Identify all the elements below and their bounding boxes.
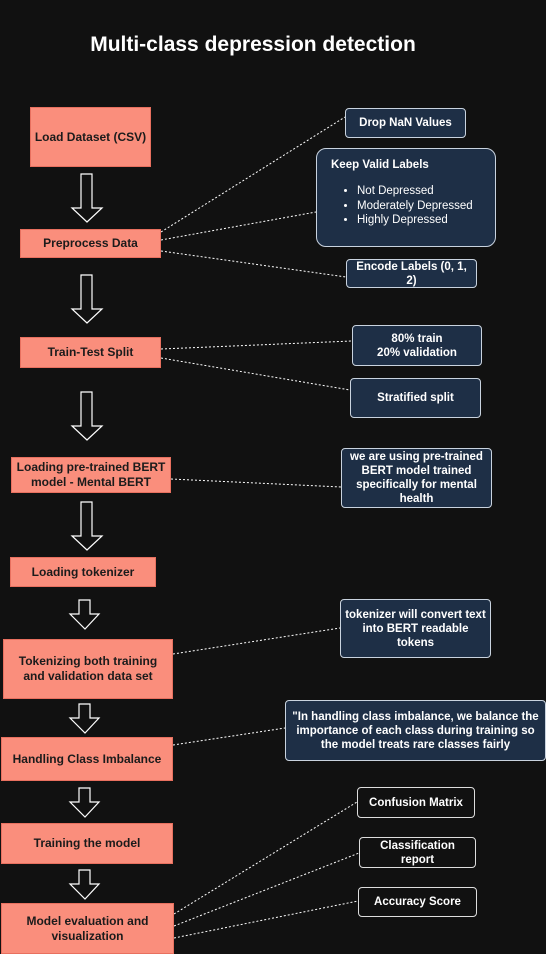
flow-arrow-6 [68, 703, 101, 734]
step-load-dataset: Load Dataset (CSV) [30, 107, 151, 167]
step-preprocess-data: Preprocess Data [20, 229, 161, 258]
note-encode-labels: Encode Labels (0, 1, 2) [346, 259, 477, 288]
note-keep-labels-title: Keep Valid Labels [331, 159, 429, 171]
note-bert-info: we are using pre-trained BERT model trai… [341, 448, 492, 508]
link-encode-labels [160, 250, 347, 278]
step-train-test-split: Train-Test Split [20, 337, 161, 368]
note-drop-nan: Drop NaN Values [345, 108, 466, 138]
link-drop-nan [160, 116, 346, 233]
link-keep-labels [160, 211, 317, 241]
note-stratified-split: Stratified split [350, 378, 481, 418]
note-split-validation: 20% validation [377, 346, 457, 359]
link-imbalance-info [172, 727, 286, 746]
flow-arrow-4 [70, 501, 104, 551]
flow-arrow-8 [68, 869, 101, 900]
diagram-title: Multi-class depression detection [90, 33, 416, 56]
note-split-train: 80% train [391, 332, 443, 345]
link-tokenizer-info [172, 627, 341, 655]
link-stratified [160, 357, 351, 391]
step-load-tokenizer: Loading tokenizer [10, 557, 156, 587]
flow-arrow-2 [70, 274, 104, 324]
label-list-item: Highly Depressed [357, 213, 473, 228]
flow-arrow-1 [70, 173, 104, 223]
link-bert-info [170, 478, 342, 488]
label-list-item: Moderately Depressed [357, 199, 473, 214]
note-split-ratio: 80% train 20% validation [352, 325, 482, 366]
step-model-evaluation: Model evaluation and visualization [1, 903, 174, 954]
step-load-bert: Loading pre-trained BERT model - Mental … [11, 457, 171, 493]
link-classification-report [173, 852, 360, 927]
label-list-item: Not Depressed [357, 184, 473, 199]
step-tokenize-data: Tokenizing both training and validation … [3, 639, 173, 699]
label-list: Not Depressed Moderately Depressed Highl… [331, 184, 473, 228]
note-accuracy-score: Accuracy Score [358, 887, 477, 917]
flow-arrow-3 [70, 391, 104, 441]
note-classification-report: Classification report [359, 837, 476, 868]
step-train-model: Training the model [1, 823, 173, 864]
link-accuracy-score [173, 900, 359, 939]
note-tokenizer-info: tokenizer will convert text into BERT re… [340, 599, 491, 658]
link-split-ratio [160, 340, 353, 350]
flow-arrow-7 [68, 787, 101, 818]
step-class-imbalance: Handling Class Imbalance [1, 737, 173, 781]
note-keep-valid-labels: Keep Valid Labels Not Depressed Moderate… [316, 148, 496, 247]
flow-arrow-5 [68, 599, 101, 630]
link-confusion-matrix [173, 801, 358, 915]
note-imbalance-info: "In handling class imbalance, we balance… [285, 700, 546, 761]
note-confusion-matrix: Confusion Matrix [357, 787, 475, 818]
